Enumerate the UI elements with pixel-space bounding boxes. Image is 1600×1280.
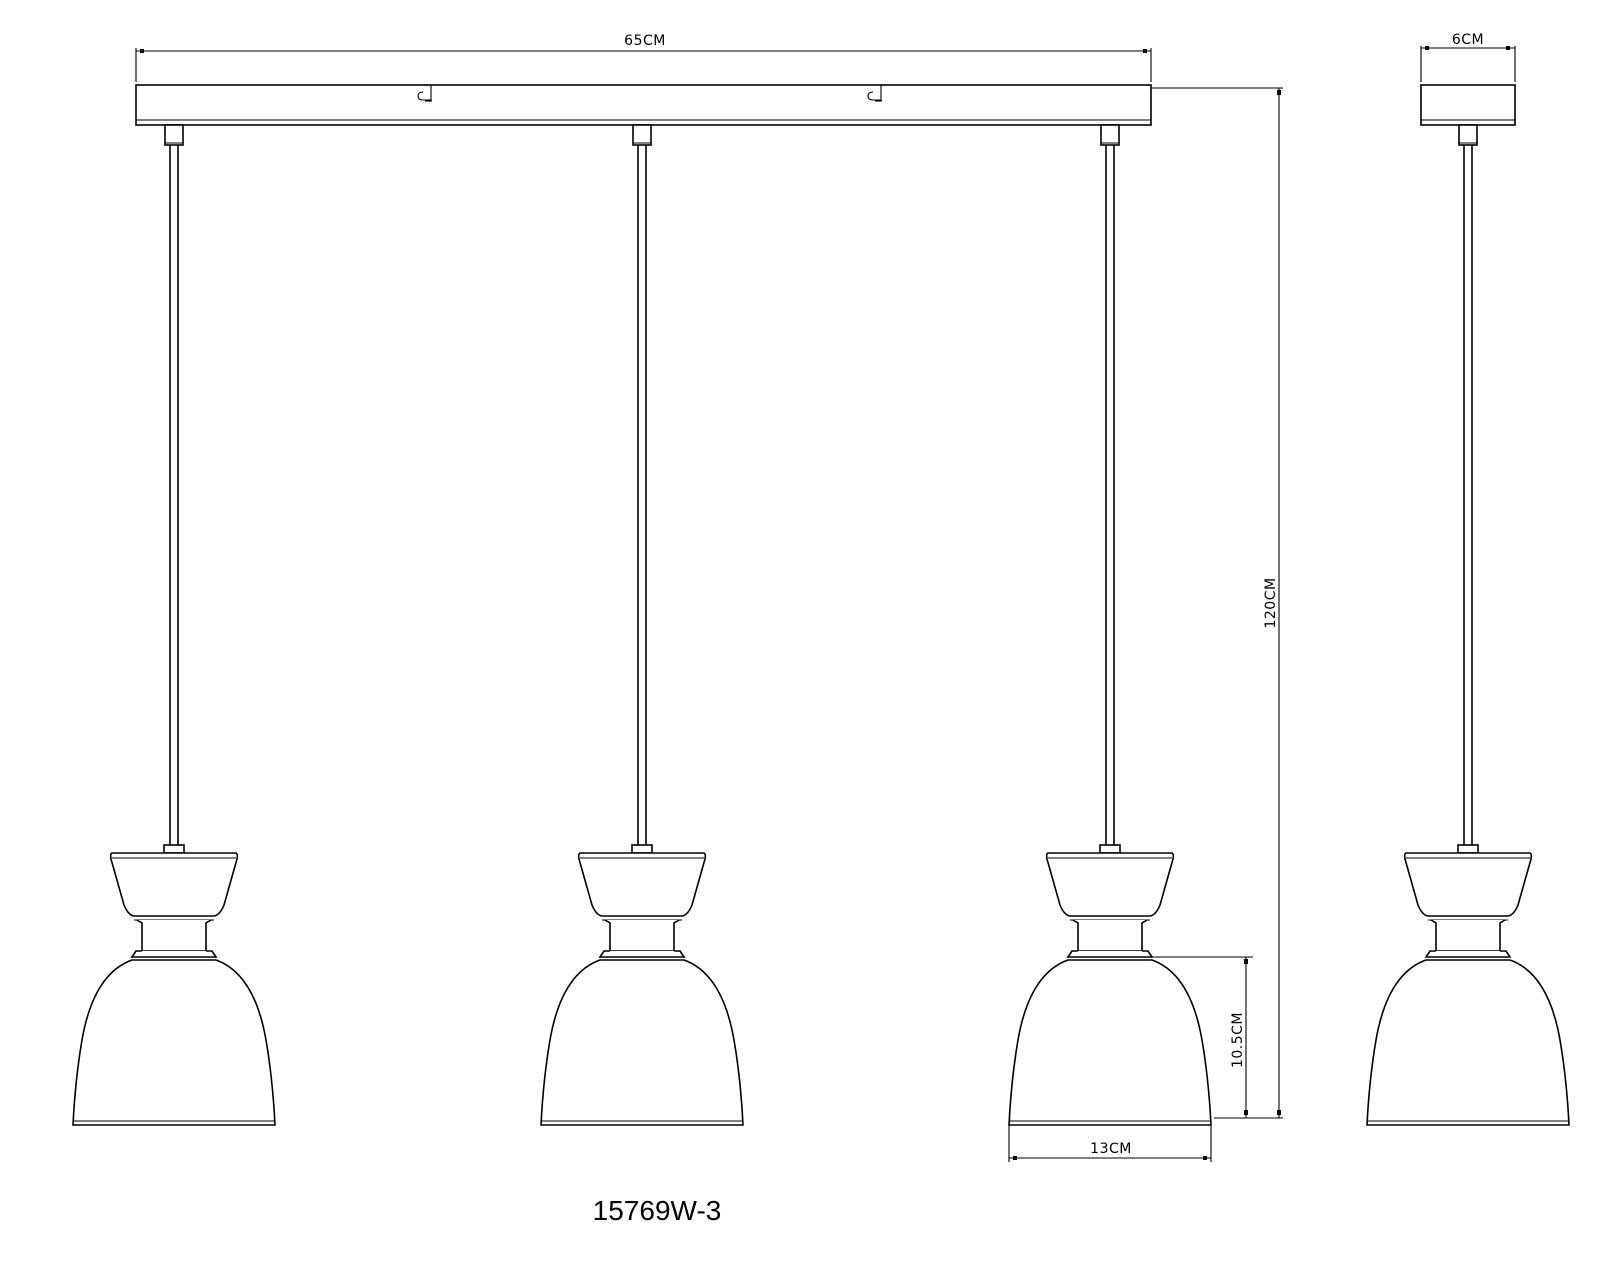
dimension-overall-height: 120CM xyxy=(1151,87,1283,1119)
label-10-5cm: 10.5CM xyxy=(1230,1012,1246,1068)
label-13cm: 13CM xyxy=(1090,1141,1132,1157)
dimension-shade-diameter: 13CM xyxy=(1008,1125,1212,1162)
canopy-side xyxy=(1420,84,1516,126)
pendant-2 xyxy=(540,124,744,1126)
dimension-canopy-length: 65CM xyxy=(135,33,1152,82)
dimension-shade-height: 10.5CM xyxy=(1152,956,1253,1118)
pendant-1 xyxy=(72,124,276,1126)
label-65cm: 65CM xyxy=(624,33,666,49)
dimension-canopy-depth: 6CM xyxy=(1420,32,1516,82)
model-number: 15769W-3 xyxy=(593,1195,722,1226)
pendant-3 xyxy=(1008,124,1212,1126)
canopy-front xyxy=(135,84,1152,126)
label-120cm: 120CM xyxy=(1263,577,1279,628)
pendant-side xyxy=(1366,124,1570,1126)
label-6cm: 6CM xyxy=(1452,32,1484,48)
